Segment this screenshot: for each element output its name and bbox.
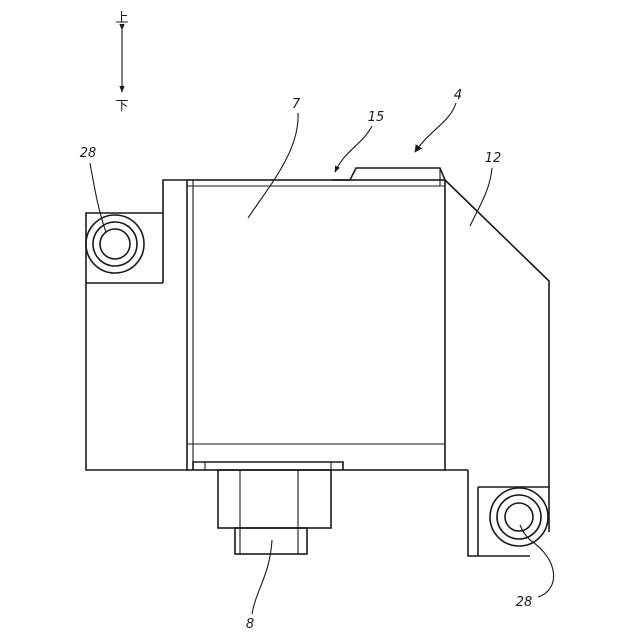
top-surface — [332, 168, 445, 186]
leader-7 — [248, 113, 298, 218]
leader-28-upper — [90, 163, 106, 232]
label-4: 4 — [454, 88, 462, 103]
direction-indicator: 上 下 — [115, 11, 128, 114]
reference-numerals: 28 7 15 4 12 8 28 — [80, 88, 533, 632]
label-8: 8 — [246, 617, 254, 632]
label-28-upper: 28 — [80, 146, 97, 161]
leader-28-lower — [520, 525, 554, 597]
down-label: 下 — [115, 99, 128, 114]
up-label: 上 — [115, 11, 128, 26]
mount-hole-upper-left — [86, 215, 144, 273]
leader-15 — [335, 126, 372, 172]
mount-hole-lower-right — [490, 488, 548, 546]
label-15: 15 — [368, 110, 385, 125]
leader-4 — [415, 103, 456, 152]
label-28-lower: 28 — [516, 595, 533, 610]
right-housing — [445, 180, 549, 487]
leader-8 — [252, 540, 272, 614]
main-body — [187, 180, 445, 470]
label-7: 7 — [292, 97, 301, 112]
label-12: 12 — [485, 151, 502, 166]
right-flange — [468, 470, 549, 556]
leader-12 — [470, 168, 492, 226]
connector — [193, 462, 343, 554]
